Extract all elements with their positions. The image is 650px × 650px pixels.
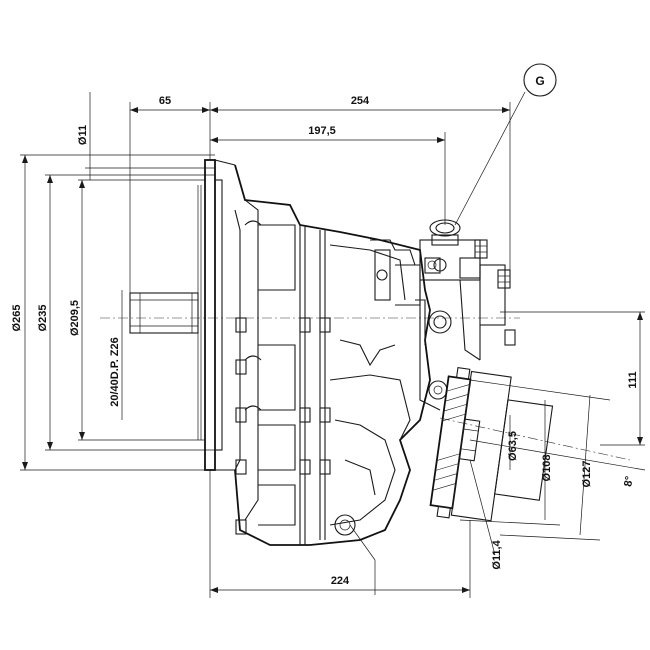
center-lines xyxy=(100,317,631,461)
dim-111: 111 xyxy=(627,371,639,388)
callout-g: G xyxy=(523,63,557,97)
dim-d63-5: Ø63,5 xyxy=(507,431,519,461)
callout-g-label: G xyxy=(535,74,544,88)
control-valve-block xyxy=(370,219,516,411)
dim-197-5: 197,5 xyxy=(308,125,336,137)
dimension-labels: 65 254 197,5 224 Ø11 Ø265 Ø235 Ø209,5 20… xyxy=(11,95,639,587)
dimension-lines xyxy=(20,91,646,598)
dim-65: 65 xyxy=(159,95,171,107)
gearbox-housing xyxy=(234,164,431,546)
dim-d11-top: Ø11 xyxy=(77,125,89,145)
input-shaft xyxy=(129,292,199,334)
dim-d209-5: Ø209,5 xyxy=(69,300,81,336)
dim-d265: Ø265 xyxy=(11,305,23,332)
dimension-arrows xyxy=(22,107,643,593)
dim-254: 254 xyxy=(351,95,370,107)
output-flange xyxy=(429,366,554,522)
dim-spline: 20/40D.P. Z26 xyxy=(109,337,121,407)
dim-d235: Ø235 xyxy=(37,305,49,332)
flange-section-hatch xyxy=(432,384,470,491)
dim-d11-4: Ø11,4 xyxy=(491,539,503,569)
dim-d108: Ø108 xyxy=(541,455,553,482)
dim-d127: Ø127 xyxy=(581,461,593,488)
dim-angle-8: 8° xyxy=(622,475,636,487)
dim-224: 224 xyxy=(331,575,350,587)
bell-housing xyxy=(197,159,236,471)
